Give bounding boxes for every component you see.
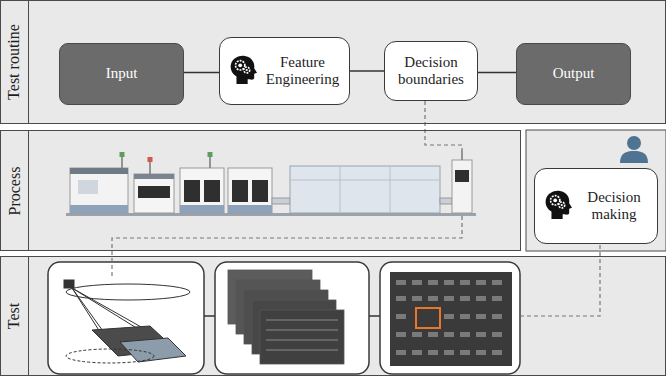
process-box: Decision boundaries: [384, 41, 478, 101]
box-label: Input: [106, 65, 138, 82]
flow-line: [478, 72, 516, 74]
box-label: Decision boundaries: [393, 54, 469, 89]
flow-line: [350, 70, 384, 72]
brain-gear-icon: [229, 55, 257, 85]
process-box: Decision making: [534, 168, 658, 244]
image-frame: [48, 262, 204, 374]
band-ground: [0, 130, 521, 251]
image-frame: [380, 262, 520, 374]
image-stack: [228, 270, 344, 364]
box-label: Output: [553, 65, 595, 82]
band-label-holder: Process: [0, 130, 28, 251]
band-panel: Test: [0, 256, 666, 376]
band-label: Test routine: [5, 24, 23, 100]
band-panel: Process: [0, 130, 521, 251]
flow-line: [184, 72, 219, 74]
box-label: Feature Engineering: [261, 54, 345, 89]
band-ground: [0, 256, 666, 376]
column-separator: [28, 130, 29, 251]
terminal-box: Output: [516, 43, 631, 105]
band-label-holder: Test routine: [0, 0, 28, 124]
dashed-link: [112, 101, 600, 316]
image-frame: [215, 262, 369, 374]
column-separator: [28, 0, 29, 124]
column-separator: [28, 256, 29, 376]
production-line: [66, 150, 476, 216]
person-icon: [620, 136, 648, 163]
side-panel: [526, 130, 666, 251]
band-label: Test: [5, 303, 23, 329]
brain-gear-icon: [544, 190, 572, 220]
box-label: Decision making: [577, 189, 651, 224]
band-ground: [0, 0, 666, 124]
band-panel: Test routineInput Feature Engineering Deci…: [0, 0, 666, 124]
scanner-illustration: [64, 280, 190, 363]
test-link: [204, 315, 215, 317]
board-image: [390, 272, 512, 366]
process-box: Feature Engineering: [219, 37, 350, 105]
band-label: Process: [5, 166, 23, 215]
test-link: [369, 315, 380, 317]
terminal-box: Input: [59, 43, 184, 105]
band-label-holder: Test: [0, 256, 28, 376]
